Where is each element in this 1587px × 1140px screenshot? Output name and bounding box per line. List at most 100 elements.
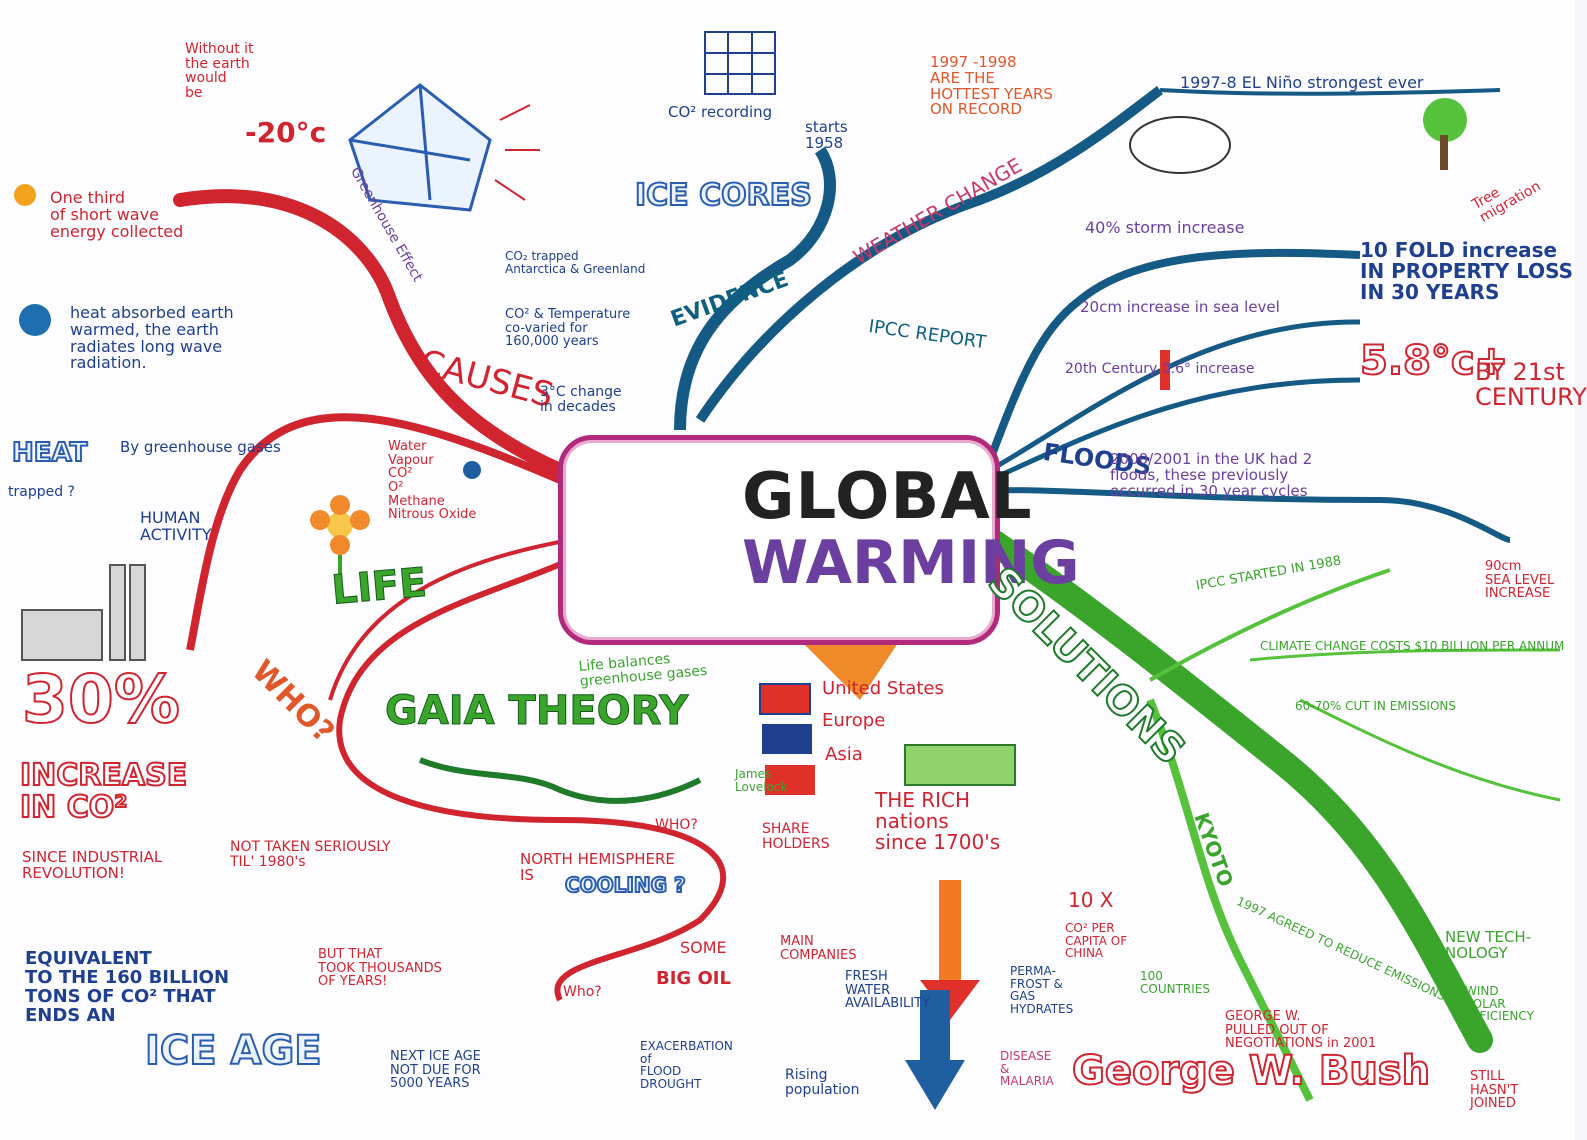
branch-evidence — [674, 146, 836, 431]
note-five-eight: 5.8°c+ — [1359, 338, 1509, 384]
note-sea-level-20: 20cm increase in sea level — [1080, 298, 1280, 316]
note-james-lovelock: James Lovelock — [735, 767, 788, 794]
tree-icon — [1423, 98, 1467, 170]
note-cooling: COOLING ? — [564, 873, 687, 897]
us-flag-icon — [759, 683, 811, 715]
note-sea-level-90: 90cm SEA LEVEL INCREASE — [1485, 559, 1555, 602]
note-bush-pulled: GEORGE W. PULLED OUT OF NEGOTIATIONS in … — [1225, 1009, 1377, 1052]
note-next-ice-age: NEXT ICE AGE NOT DUE FOR 5000 YEARS — [390, 1049, 481, 1092]
storm-cloud-icon — [1129, 116, 1231, 174]
note-rich-nations: THE RICH nations since 1700's — [875, 788, 1001, 854]
note-united-states: United States — [822, 678, 944, 699]
note-new-tech: NEW TECH- NOLOGY — [1445, 928, 1532, 962]
branch-solutions — [977, 527, 1493, 1053]
note-share-holders: SHARE HOLDERS — [762, 821, 830, 852]
branch-sea — [988, 319, 1361, 473]
note-human-activity: HUMAN ACTIVITY — [140, 508, 212, 544]
note-rising-population: Rising population — [785, 1067, 860, 1098]
note-one-third: One third of short wave energy collected — [50, 188, 184, 241]
note-north-hemisphere: NORTH HEMISPHERE IS — [520, 850, 675, 884]
note-some: SOME — [680, 938, 727, 957]
note-wind-solar: WIND SOLAR EFFICIENCY — [1465, 984, 1534, 1024]
note-who-1: WHO? — [655, 817, 698, 833]
note-still-not: STILL HASN'T JOINED — [1470, 1069, 1519, 1112]
note-ice-cores: ICE CORES — [634, 178, 813, 213]
branch-weather — [695, 86, 1164, 423]
note-three-deg: 3°C change in decades — [540, 384, 622, 415]
branch-causes-lower — [186, 413, 562, 651]
branch-gaia-vine — [418, 757, 702, 804]
note-hundred-countries: 100 COUNTRIES — [1140, 969, 1210, 996]
note-co2-per-capita: CO² PER CAPITA OF CHINA — [1065, 921, 1128, 961]
branch-causes — [173, 189, 567, 477]
thermometer-icon — [1160, 350, 1170, 390]
note-asia: Asia — [825, 744, 863, 765]
note-climate-costs: CLIMATE CHANGE COSTS $10 BILLION PER ANN… — [1260, 639, 1565, 653]
note-without-earth: Without it the earth would be — [185, 41, 254, 102]
note-minus20: -20°c — [245, 116, 327, 149]
note-george-bush: George W. Bush — [1071, 1048, 1431, 1094]
note-ten-fold: 10 FOLD increase IN PROPERTY LOSS IN 30 … — [1360, 238, 1574, 304]
note-el-nino: 1997-8 EL Niño strongest ever — [1180, 73, 1424, 92]
note-exacerbation: EXACERBATION of FLOOD DROUGHT — [640, 1039, 733, 1091]
europe-flag-icon — [762, 724, 812, 754]
note-trapped: trapped ? — [8, 484, 75, 500]
note-not-taken: NOT TAKEN SERIOUSLY TIL' 1980's — [230, 839, 391, 870]
branch-tech — [1299, 698, 1561, 802]
money-icon — [904, 744, 1016, 786]
note-since-industrial: SINCE INDUSTRIAL REVOLUTION! — [22, 848, 163, 882]
note-heat: HEAT — [11, 438, 88, 468]
note-heat-absorbed: heat absorbed earth warmed, the earth ra… — [70, 303, 234, 373]
note-permafrost: PERMA- FROST & GAS HYDRATES — [1010, 964, 1074, 1016]
note-twentieth: 20th Century 0.6° increase — [1065, 361, 1255, 377]
title-line-2: WARMING — [742, 528, 1080, 598]
note-big-oil: BIG OIL — [656, 968, 731, 989]
note-uk-floods: 2000/2001 in the UK had 2 floods, these … — [1110, 450, 1313, 500]
water-drop-icon — [463, 461, 481, 479]
funnel-arrow — [800, 640, 900, 700]
note-by-21st: BY 21st CENTURY — [1475, 358, 1587, 412]
greenhouse-illustration — [348, 83, 492, 212]
note-hottest: 1997 -1998 ARE THE HOTTEST YEARS ON RECO… — [930, 53, 1053, 119]
co2-recording-grid — [704, 31, 776, 95]
branch-kyoto — [1146, 698, 1314, 1102]
note-gases: Water Vapour CO² O² Methane Nitrous Oxid… — [388, 439, 477, 523]
central-topic — [558, 435, 1000, 645]
note-but-that: BUT THAT TOOK THOUSANDS OF YEARS! — [318, 947, 442, 990]
note-co2-temp: CO² & Temperature co-varied for 160,000 … — [505, 307, 631, 350]
factory-illustration — [21, 564, 146, 661]
note-fresh-water: FRESH WATER AVAILABILITY — [845, 969, 930, 1012]
flower-illustration — [310, 495, 370, 600]
note-cut-emissions: 60-70% CUT IN EMISSIONS — [1295, 699, 1457, 713]
note-starts-1958: starts 1958 — [805, 118, 848, 152]
note-ten-x: 10 X — [1068, 888, 1114, 912]
note-by-greenhouse: By greenhouse gases — [120, 438, 281, 456]
note-thirty-percent: 30% — [21, 661, 181, 738]
branch-who — [328, 538, 571, 701]
note-ice-age: ICE AGE — [144, 1028, 323, 1074]
note-increase-co2: INCREASE IN CO² — [19, 758, 188, 825]
branch-century — [988, 377, 1361, 483]
branch-life — [336, 557, 727, 1002]
arrow-blue-shaft — [920, 990, 950, 1060]
note-main-companies: MAIN COMPANIES — [780, 934, 857, 963]
note-equivalent: EQUIVALENT TO THE 160 BILLION TONS OF CO… — [25, 948, 230, 1026]
note-who-2: Who? — [563, 984, 602, 1000]
note-disease: DISEASE & MALARIA — [1000, 1049, 1054, 1089]
branch-elnino — [1159, 88, 1501, 96]
note-co2-trapped: CO₂ trapped Antarctica & Greenland — [505, 249, 646, 276]
arrowhead-blue — [905, 1060, 965, 1110]
branch-ipcc — [986, 248, 1361, 462]
label-gaia-theory: GAIA THEORY — [384, 688, 689, 734]
branch-costs — [1249, 648, 1561, 662]
note-co2-recording: CO² recording — [668, 103, 773, 121]
greenhouse-rays — [494, 104, 540, 201]
title-line-1: GLOBAL — [742, 460, 1033, 534]
asia-flag-icon — [765, 765, 815, 795]
note-europe: Europe — [822, 710, 886, 731]
sun-icon-2 — [19, 304, 51, 336]
sun-icon-1 — [14, 184, 36, 206]
note-storm-increase: 40% storm increase — [1085, 218, 1245, 237]
branch-ipcc-started — [1149, 568, 1391, 682]
